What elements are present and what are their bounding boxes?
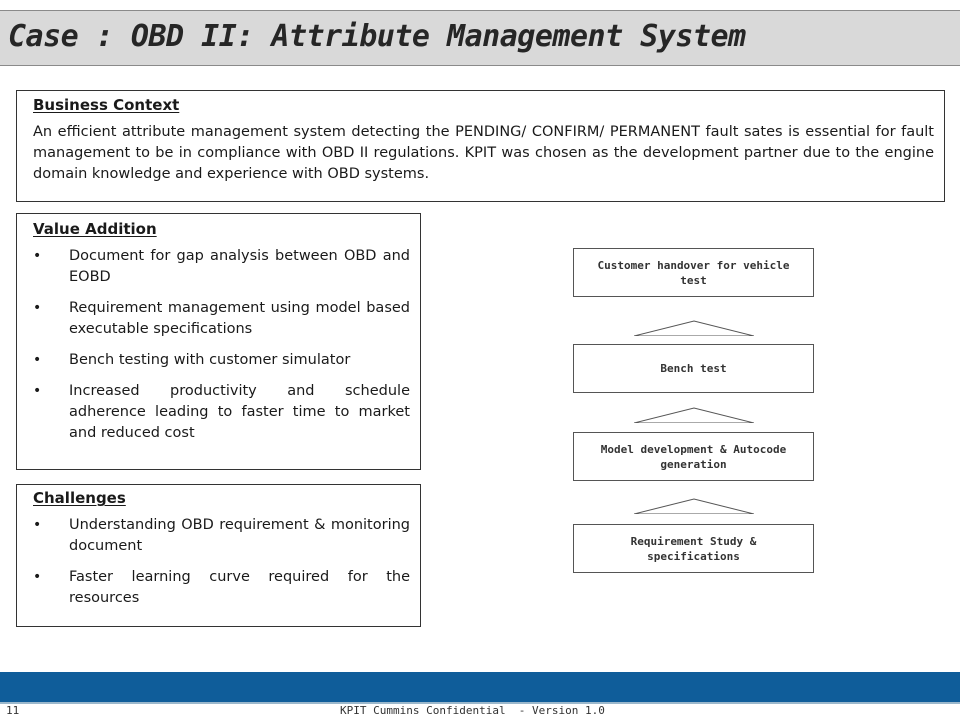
value-addition-box: Value Addition •Document for gap analysi…	[16, 213, 421, 470]
title-bar: Case : OBD II: Attribute Management Syst…	[0, 10, 960, 66]
list-item: •Document for gap analysis between OBD a…	[33, 248, 410, 285]
bullet-icon: •	[33, 383, 42, 399]
footer-bar	[0, 672, 960, 702]
list-item: •Bench testing with customer simulator	[33, 350, 410, 371]
flow-step-model-development: Model development & Autocode generation	[573, 432, 814, 481]
up-arrow-icon	[634, 407, 754, 423]
list-item: •Requirement management using model base…	[33, 300, 410, 337]
footer-confidential-text: KPIT Cummins Confidential - Version 1.0	[340, 704, 605, 717]
flow-step-bench-test: Bench test	[573, 344, 814, 393]
business-context-text: An efficient attribute management system…	[33, 124, 934, 182]
bullet-icon: •	[33, 352, 42, 368]
list-item: •Understanding OBD requirement & monitor…	[33, 517, 410, 554]
business-context-box: Business Context An efficient attribute …	[16, 90, 945, 202]
bullet-icon: •	[33, 300, 42, 316]
flow-step-requirement-study: Requirement Study & specifications	[573, 524, 814, 573]
value-addition-heading: Value Addition	[33, 220, 157, 238]
up-arrow-icon	[634, 320, 754, 336]
bullet-icon: •	[33, 569, 42, 585]
challenges-list: •Understanding OBD requirement & monitor…	[33, 515, 410, 609]
challenges-box: Challenges •Understanding OBD requiremen…	[16, 484, 421, 627]
business-context-heading: Business Context	[33, 96, 180, 114]
flow-step-customer-handover: Customer handover for vehicle test	[573, 248, 814, 297]
up-arrow-icon	[634, 498, 754, 514]
list-item: •Increased productivity and schedule adh…	[33, 383, 410, 441]
list-item: •Faster learning curve required for the …	[33, 569, 410, 606]
page-number: 11	[6, 704, 20, 717]
slide-title: Case : OBD II: Attribute Management Syst…	[8, 19, 746, 54]
bullet-icon: •	[33, 248, 42, 264]
bullet-icon: •	[33, 517, 42, 533]
challenges-heading: Challenges	[33, 489, 126, 507]
footer-divider	[0, 702, 960, 704]
value-addition-list: •Document for gap analysis between OBD a…	[33, 246, 410, 444]
